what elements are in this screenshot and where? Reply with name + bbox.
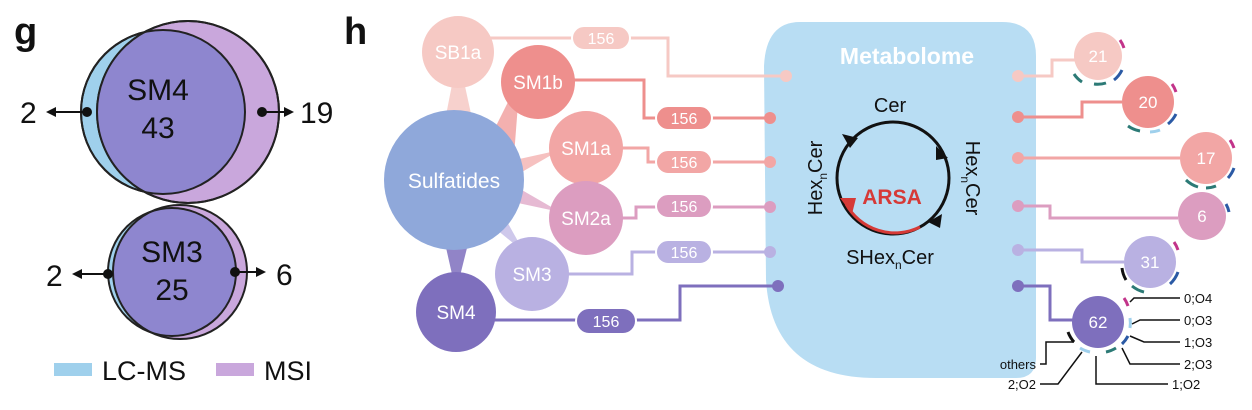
legend-swatch-lcms — [54, 363, 92, 376]
right-endpoint-dots — [1012, 70, 1024, 292]
annotation-1-o2: 1;O2 — [1172, 377, 1200, 392]
count-sm3-label: 31 — [1141, 253, 1160, 272]
pill-sm2a: 156 — [655, 193, 713, 219]
pill-sb1a-label: 156 — [588, 31, 615, 48]
venn-sm4-msi-only: 19 — [300, 97, 333, 130]
pill-sm3-label: 156 — [671, 245, 698, 262]
annotation-2-o2: 2;O2 — [1008, 377, 1036, 392]
module-sm3: SM3 — [495, 237, 569, 311]
panel-g-label: g — [14, 11, 37, 53]
cycle-bottom-label: SHexnCer — [846, 247, 934, 272]
cycle-top-label: Cer — [874, 95, 907, 117]
count-sb1a: 21 — [1072, 32, 1126, 86]
pill-sm1b-label: 156 — [671, 111, 698, 128]
module-sm3-label: SM3 — [512, 265, 551, 286]
module-sb1a: SB1a — [422, 16, 494, 88]
annotation-1-o3: 1;O3 — [1184, 335, 1212, 350]
count-sm2a: 6 — [1178, 192, 1231, 240]
venn-sm3-shared: 25 — [155, 274, 188, 307]
output-connectors — [1018, 58, 1180, 322]
pill-sb1a: 156 — [571, 25, 631, 51]
sm4-annotation-leaders — [1040, 297, 1180, 385]
module-sm1b: SM1b — [501, 45, 575, 119]
venn-sm3: SM3 25 2 6 — [46, 204, 293, 340]
annotation-0-o3: 0;O3 — [1184, 313, 1212, 328]
left-endpoint-dots — [764, 70, 792, 292]
annotation-others: others — [1000, 357, 1037, 372]
module-sm1a-label: SM1a — [561, 139, 611, 160]
legend-label-msi: MSI — [264, 356, 312, 386]
venn-sm4-name: SM4 — [127, 74, 189, 107]
venn-sm4-lcms-only: 2 — [20, 97, 37, 130]
metabolome-box — [764, 22, 1036, 378]
sulfatides-label: Sulfatides — [408, 170, 500, 193]
cycle-left-label: HexnCer — [805, 140, 830, 215]
module-sm2a-label: SM2a — [561, 209, 611, 230]
pill-sm4-label: 156 — [593, 314, 620, 331]
pill-sm4: 156 — [575, 307, 637, 335]
pill-sm3: 156 — [655, 239, 713, 265]
count-sm1a: 17 — [1180, 132, 1236, 190]
module-sm4: SM4 — [416, 272, 496, 352]
count-sm4: 62 — [1066, 296, 1132, 354]
count-sm1b-label: 20 — [1139, 93, 1158, 112]
count-sm1a-label: 17 — [1197, 149, 1216, 168]
module-sm1b-label: SM1b — [513, 73, 563, 94]
pill-sm1a: 156 — [655, 149, 713, 175]
venn-sm4: SM4 43 2 19 — [20, 20, 333, 204]
cycle-right-label: HexnCer — [958, 141, 983, 216]
count-sm4-label: 62 — [1089, 313, 1108, 332]
venn-sm3-name: SM3 — [141, 236, 203, 269]
arsa-label: ARSA — [862, 186, 922, 209]
venn-sm3-msi-only: 6 — [276, 259, 293, 292]
legend-label-lcms: LC-MS — [102, 356, 186, 386]
venn-legend: LC-MS MSI — [54, 356, 312, 386]
pill-sm2a-label: 156 — [671, 199, 698, 216]
module-sm2a: SM2a — [549, 181, 623, 255]
count-sm3: 31 — [1120, 236, 1180, 294]
metabolome-title: Metabolome — [840, 43, 974, 69]
panel-h-label: h — [344, 11, 367, 53]
venn-sm3-lcms-only: 2 — [46, 260, 63, 293]
count-sb1a-label: 21 — [1089, 47, 1108, 66]
arsa-cycle: Cer SHexnCer HexnCer HexnCer ARSA — [805, 95, 983, 272]
pill-sm1a-label: 156 — [671, 155, 698, 172]
sulfatides-hub — [384, 110, 524, 250]
module-sm1a: SM1a — [549, 111, 623, 185]
annotation-0-o4: 0;O4 — [1184, 291, 1212, 306]
module-sb1a-label: SB1a — [435, 43, 482, 64]
pill-sm1b: 156 — [655, 105, 713, 131]
module-sm4-label: SM4 — [436, 303, 476, 324]
venn-sm4-shared: 43 — [141, 112, 174, 145]
legend-swatch-msi — [216, 363, 254, 376]
count-sm1b: 20 — [1122, 76, 1178, 134]
annotation-2-o3: 2;O3 — [1184, 357, 1212, 372]
count-sm2a-label: 6 — [1197, 207, 1206, 226]
